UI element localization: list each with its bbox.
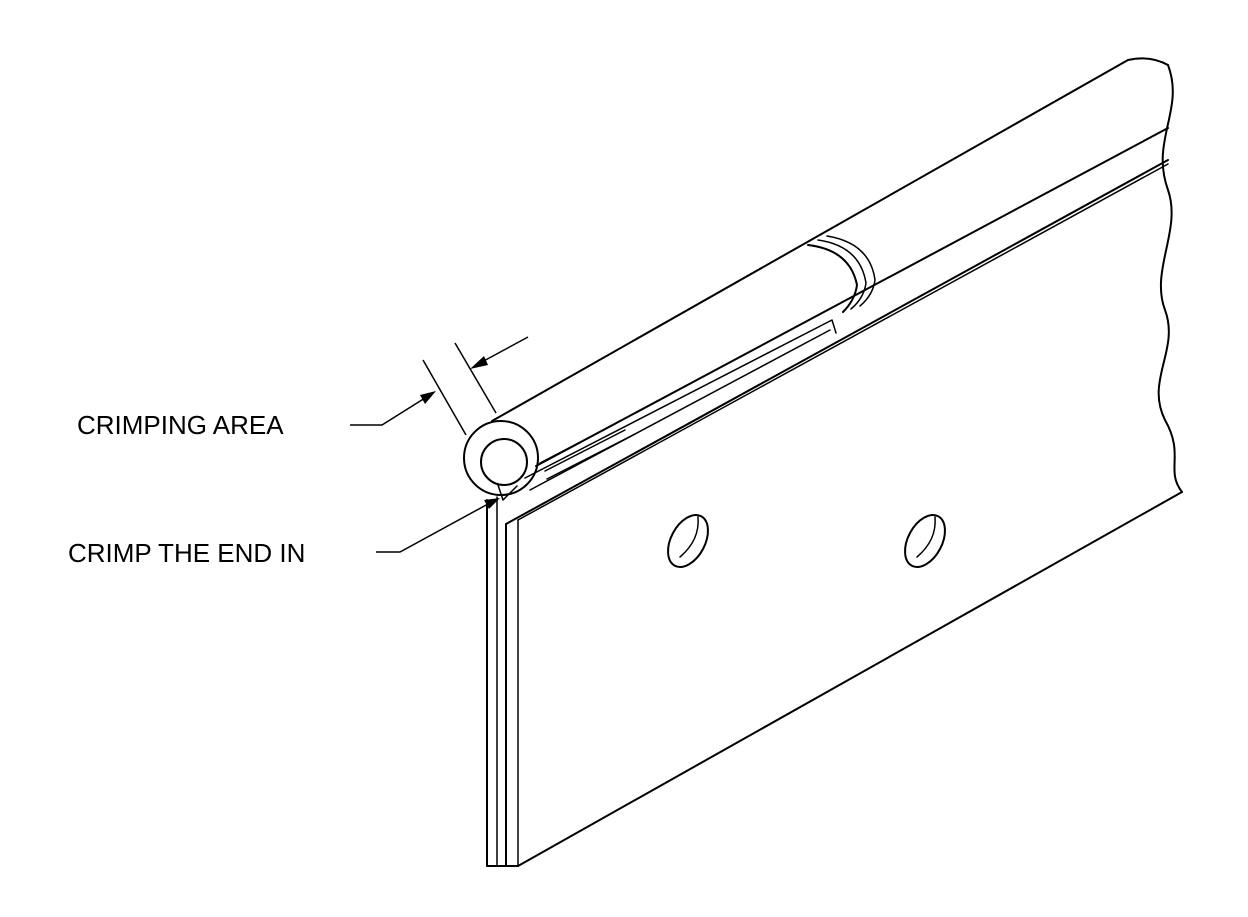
extension-line-1 [422, 359, 467, 436]
extension-line-2 [454, 342, 497, 414]
mounting-holes [667, 514, 946, 568]
mounting-hole-left [667, 514, 709, 568]
knuckle-collar [807, 235, 876, 313]
mounting-hole-right [904, 514, 946, 568]
crimp-end-leader [376, 498, 500, 553]
label-crimping-area: CRIMPING AREA [77, 410, 284, 440]
hinge-leaf-upper [524, 319, 837, 491]
hinge-barrel [463, 57, 1169, 501]
crimping-area-dimension [350, 336, 529, 436]
hinge-leaf-main [486, 64, 1183, 867]
label-crimp-end-in: CRIMP THE END IN [68, 538, 305, 568]
crimping-area-leader [350, 397, 426, 426]
dimension-arrow-right [479, 336, 529, 364]
